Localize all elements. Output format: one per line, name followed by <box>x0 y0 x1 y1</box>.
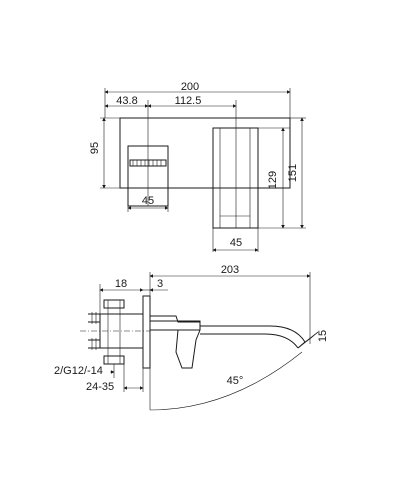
dim-plate-thickness: 3 <box>157 278 163 290</box>
dim-plate-height: 95 <box>89 142 101 154</box>
front-view: 200 43.8 112.5 95 45 45 129 151 <box>89 81 306 252</box>
handle-knurl <box>129 159 167 167</box>
handle-top <box>150 315 200 323</box>
dim-outlet-diameter: 15 <box>317 330 329 342</box>
dim-overall-width: 200 <box>181 81 199 93</box>
dim-left-offset: 43.8 <box>116 95 137 107</box>
dim-spout-height: 129 <box>267 171 279 189</box>
dim-wall-depth: 18 <box>115 278 127 290</box>
rotation-arc <box>149 351 303 411</box>
plate-side <box>142 295 151 369</box>
dim-center-spacing: 112.5 <box>175 95 202 107</box>
knurl-teeth <box>132 160 162 166</box>
spout-top <box>200 325 306 343</box>
handle-lever <box>175 329 201 369</box>
dim-rotation: 45° <box>227 375 244 387</box>
dim-spout-width: 45 <box>230 237 242 249</box>
dim-projection: 203 <box>221 264 239 276</box>
inlet-pipes <box>88 312 100 350</box>
dim-total-height: 151 <box>287 164 299 182</box>
spout-bottom <box>200 333 299 349</box>
side-view: 45° 203 18 3 15 2/G12/-14 24-35 <box>54 264 329 411</box>
dim-handle-width: 45 <box>142 195 154 207</box>
label-adjustment-range: 24-35 <box>86 381 114 393</box>
label-thread-spec: 2/G12/-14 <box>54 365 103 377</box>
wall-plate <box>119 117 291 189</box>
spout-body <box>212 127 259 229</box>
